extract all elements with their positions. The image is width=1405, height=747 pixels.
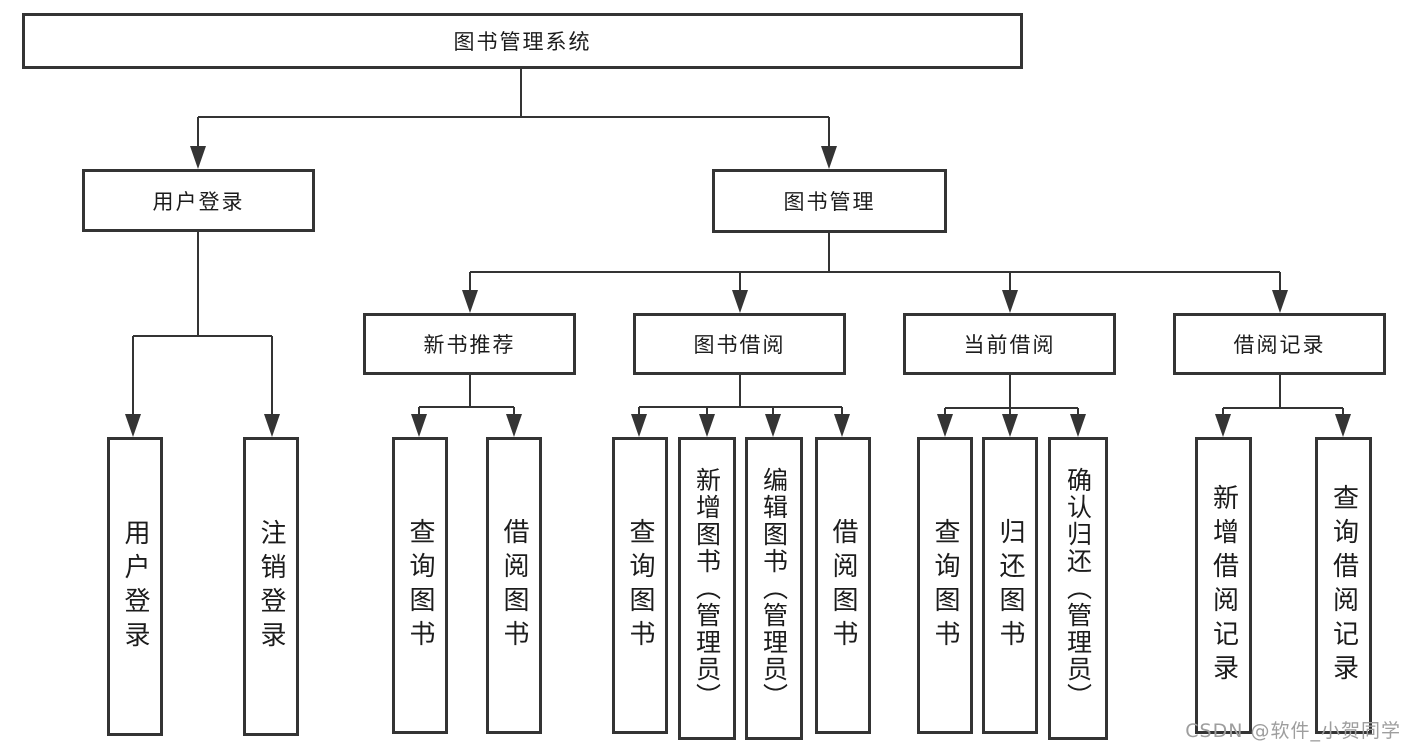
leaf-borrow-books-recommend: 借阅图书 [486, 437, 542, 734]
node-library-management-system: 图书管理系统 [22, 13, 1023, 69]
leaf-query-borrow-record: 查询借阅记录 [1315, 437, 1372, 734]
leaf-label: 借阅图书 [499, 517, 529, 654]
node-label: 图书管理系统 [453, 30, 592, 54]
leaf-label: 确认归还（管理员） [1063, 467, 1093, 710]
csdn-watermark: CSDN @软件_小贺同学 [1185, 720, 1401, 742]
node-user-login: 用户登录 [82, 169, 315, 232]
leaf-label: 借阅图书 [828, 517, 858, 654]
leaf-borrow-books-borrowing: 借阅图书 [815, 437, 871, 734]
leaf-label: 查询图书 [625, 517, 655, 654]
leaf-confirm-return-admin: 确认归还（管理员） [1048, 437, 1108, 740]
arrowheads [125, 146, 1351, 437]
leaf-add-book-admin: 新增图书（管理员） [678, 437, 736, 740]
node-book-management: 图书管理 [712, 169, 947, 233]
node-new-book-recommendation: 新书推荐 [363, 313, 576, 375]
node-current-borrowing: 当前借阅 [903, 313, 1116, 375]
leaf-query-books-borrowing: 查询图书 [612, 437, 668, 734]
leaf-return-book: 归还图书 [982, 437, 1038, 734]
node-book-borrowing: 图书借阅 [633, 313, 846, 375]
leaf-label: 新增图书（管理员） [692, 467, 722, 710]
leaf-query-books-current: 查询图书 [917, 437, 973, 734]
leaf-edit-book-admin: 编辑图书（管理员） [745, 437, 803, 740]
node-label: 当前借阅 [963, 333, 1056, 357]
leaf-label: 查询借阅记录 [1328, 483, 1359, 688]
node-label: 图书管理 [783, 190, 876, 214]
node-label: 用户登录 [152, 189, 245, 214]
leaf-label: 用户登录 [120, 518, 150, 655]
node-borrowing-records: 借阅记录 [1173, 313, 1386, 375]
leaf-label: 查询图书 [930, 517, 960, 654]
node-label: 图书借阅 [693, 333, 786, 357]
leaf-query-books-recommend: 查询图书 [392, 437, 448, 734]
leaf-add-borrow-record: 新增借阅记录 [1195, 437, 1252, 734]
leaf-label: 新增借阅记录 [1208, 483, 1239, 688]
leaf-label: 编辑图书（管理员） [759, 467, 789, 710]
leaf-label: 查询图书 [405, 517, 435, 654]
node-label: 新书推荐 [423, 333, 516, 357]
leaf-label: 注销登录 [256, 518, 286, 655]
leaf-logout: 注销登录 [243, 437, 299, 736]
leaf-label: 归还图书 [995, 517, 1025, 654]
leaf-user-login: 用户登录 [107, 437, 163, 736]
tree-edges [132, 69, 1344, 434]
node-label: 借阅记录 [1233, 333, 1326, 357]
